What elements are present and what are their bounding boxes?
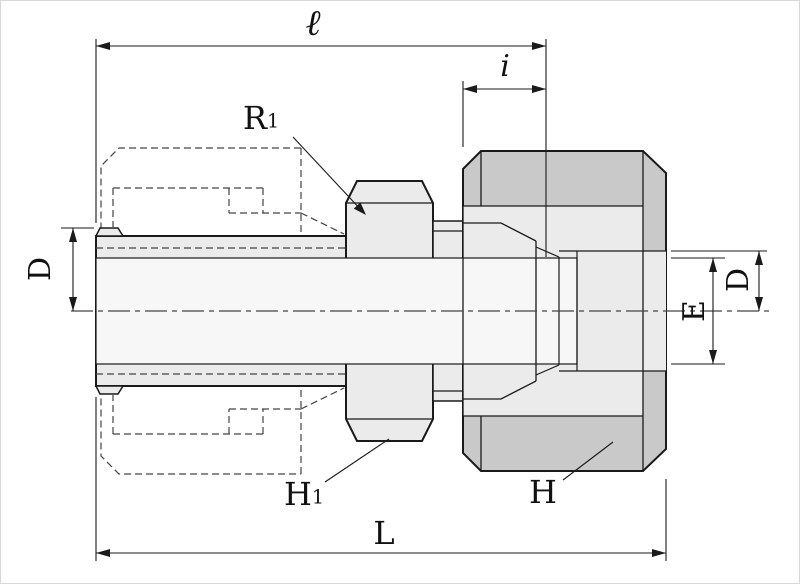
dim-d-right-arrows	[755, 251, 763, 311]
back-ferrule	[559, 250, 578, 372]
dim-r1-arrow	[353, 202, 366, 215]
dim-l-lines	[95, 397, 667, 561]
label-h1-base: H	[283, 475, 312, 513]
seal-bead-bottom	[94, 385, 125, 395]
phantom-detail-top	[112, 187, 345, 235]
dim-l	[95, 397, 667, 561]
neck-thread-lines	[433, 230, 463, 392]
dim-r1-leader	[292, 136, 366, 215]
label-h: H	[529, 473, 557, 511]
nut-internal-parts	[96, 151, 666, 471]
tube-hole-lines	[577, 250, 666, 372]
label-l: L	[373, 514, 395, 552]
thread-minor-dashed	[96, 247, 346, 375]
dim-ell-lines	[95, 39, 547, 257]
label-e: E	[677, 300, 712, 322]
label-d-right: D	[721, 267, 756, 293]
dim-e-lines	[671, 257, 725, 365]
label-d-left: D	[23, 256, 58, 282]
label-r1-base: R	[242, 99, 267, 137]
label-h1-subscript: 1	[311, 485, 325, 509]
dim-e	[671, 257, 725, 365]
dim-i	[462, 81, 546, 147]
phantom-detail-bottom	[112, 387, 345, 435]
label-ell: ℓ	[305, 3, 321, 44]
dim-d-right	[671, 250, 767, 311]
dim-h1-leader	[324, 438, 390, 483]
label-i: i	[500, 49, 510, 84]
dim-h-line	[562, 441, 614, 481]
dim-r1-line	[292, 136, 364, 213]
dim-h-leader	[562, 441, 614, 481]
nut-counterbore-lines	[463, 205, 643, 417]
dim-ell	[95, 39, 547, 257]
dim-h1-line	[324, 438, 390, 483]
label-r1-subscript: 1	[266, 109, 280, 133]
dim-d-left-lines	[61, 227, 94, 311]
seal-bead-top	[94, 227, 125, 237]
dimensions	[61, 39, 767, 561]
dim-d-left	[61, 227, 94, 311]
